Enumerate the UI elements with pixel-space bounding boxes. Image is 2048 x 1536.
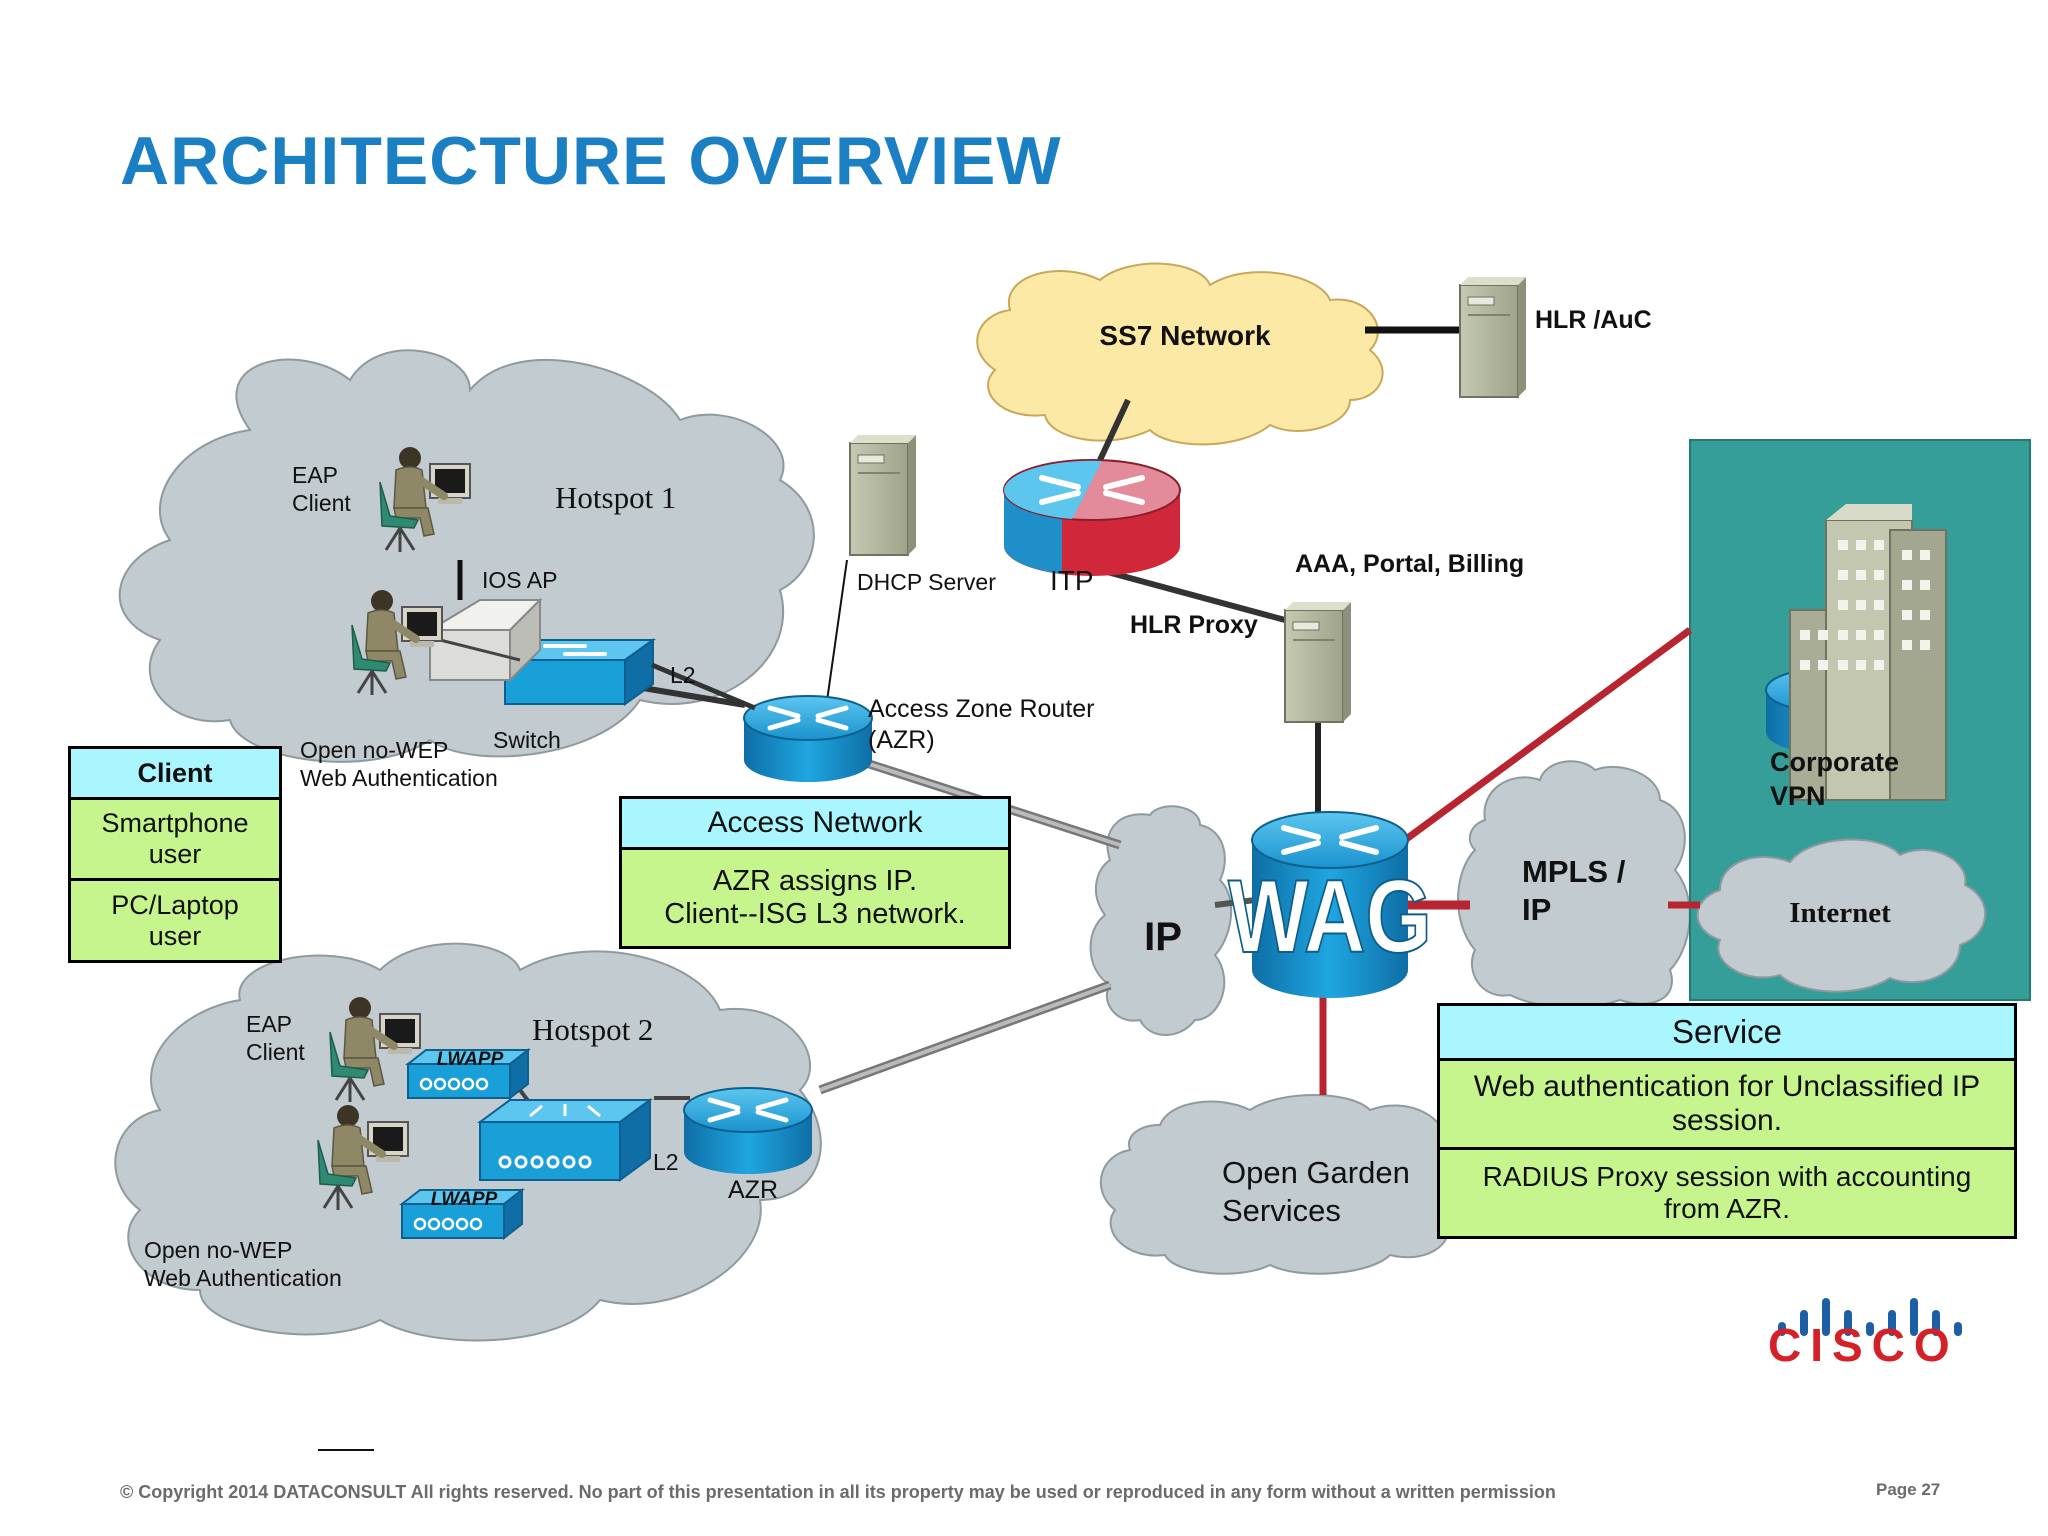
service-row-1-line2: session. <box>1671 1104 1783 1137</box>
open-garden-line2: Services <box>1222 1193 1341 1228</box>
l2-label-1: L2 <box>670 662 696 688</box>
eap-client-2-line2: Client <box>246 1039 305 1065</box>
itp-router-icon <box>1003 459 1181 576</box>
switch-label: Switch <box>493 727 561 753</box>
service-table: Service Web authentication for Unclassif… <box>1437 1003 2017 1239</box>
lwapp-label-2: LWAPP <box>431 1189 498 1210</box>
client-table-row: Smartphone user <box>71 800 279 878</box>
internet-label: Internet <box>1789 897 1891 929</box>
eap-client-2-line1: EAP <box>246 1011 292 1037</box>
ss7-label: SS7 Network <box>1099 320 1271 351</box>
client-row-2-line1: PC/Laptop <box>111 889 239 920</box>
access-network-table: Access Network AZR assigns IP. Client--I… <box>619 796 1011 949</box>
corporate-label-line2: VPN <box>1770 781 1826 811</box>
eap-client-1-line2: Client <box>292 490 351 516</box>
mpls-label-line2: IP <box>1522 892 1551 927</box>
dhcp-server-icon <box>849 434 917 556</box>
l2-switch-2-icon <box>476 1098 654 1182</box>
lwapp-label-1: LWAPP <box>437 1049 504 1070</box>
hotspot2-label: Hotspot 2 <box>532 1012 653 1047</box>
open-garden-cloud <box>1099 1094 1467 1275</box>
wag-router-icon: WAG <box>1227 811 1433 998</box>
page-number: Page 27 <box>1876 1480 1941 1499</box>
service-row-2-line1: RADIUS Proxy session with accounting <box>1482 1161 1972 1192</box>
itp-label: ITP <box>1050 565 1094 596</box>
wag-label: WAG <box>1228 859 1432 975</box>
access-row-line1: AZR assigns IP. <box>712 865 918 897</box>
service-row-1-line1: Web authentication for Unclassified IP <box>1473 1070 1981 1103</box>
client-table-header: Client <box>71 749 279 797</box>
hotspot2-cloud <box>114 942 822 1342</box>
copyright-footer: © Copyright 2014 DATACONSULT All rights … <box>120 1482 1556 1502</box>
ip-label: IP <box>1144 915 1182 959</box>
cisco-brand-text: CISCO <box>1768 1319 1959 1371</box>
l2-label-2: L2 <box>653 1149 679 1175</box>
open-nowep-2-line1: Open no-WEP <box>144 1237 292 1263</box>
azr-router-icon <box>744 696 872 782</box>
azr2-label: AZR <box>728 1176 778 1204</box>
cisco-logo-icon <box>1778 1298 1962 1336</box>
hlr-server-icon <box>1459 276 1527 398</box>
ss7-cloud <box>976 262 1384 446</box>
client-row-2-line2: user <box>148 920 202 951</box>
open-nowep-2-line2: Web Authentication <box>144 1265 342 1291</box>
aaa-label: AAA, Portal, Billing <box>1295 550 1524 578</box>
ios-ap-label: IOS AP <box>482 567 557 593</box>
access-network-row: AZR assigns IP. Client--ISG L3 network. <box>622 850 1008 946</box>
page-title: ARCHITECTURE OVERVIEW <box>120 123 1062 199</box>
service-row: RADIUS Proxy session with accounting fro… <box>1440 1150 2014 1236</box>
hlr-proxy-label: HLR Proxy <box>1130 611 1258 639</box>
open-nowep-1-line2: Web Authentication <box>300 765 498 791</box>
open-garden-line1: Open Garden <box>1222 1155 1410 1190</box>
service-row-2-line2: from AZR. <box>1663 1193 1790 1224</box>
azr2-router-icon <box>684 1088 812 1174</box>
aaa-server-icon <box>1284 601 1352 723</box>
client-table: Client Smartphone user PC/Laptop user <box>68 746 282 963</box>
switch-icon <box>501 638 657 706</box>
client-row-1-line1: Smartphone <box>101 808 249 838</box>
hlr-label: HLR /AuC <box>1535 306 1652 334</box>
hotspot1-label: Hotspot 1 <box>555 480 676 515</box>
access-network-header: Access Network <box>622 799 1008 847</box>
mpls-label-line1: MPLS / <box>1522 854 1626 889</box>
service-header: Service <box>1440 1006 2014 1058</box>
open-nowep-1-line1: Open no-WEP <box>300 737 448 763</box>
ip-cloud <box>1089 805 1233 1036</box>
access-row-line2: Client--ISG L3 network. <box>664 898 966 930</box>
corporate-building-icon <box>1789 504 1947 801</box>
corporate-label-line1: Corporate <box>1770 747 1899 777</box>
mpls-cloud <box>1457 760 1691 1008</box>
eap-client-1-line1: EAP <box>292 462 338 488</box>
internet-cloud <box>1696 838 1987 993</box>
service-row: Web authentication for Unclassified IP s… <box>1440 1061 2014 1147</box>
client-table-row: PC/Laptop user <box>71 881 279 960</box>
azr-label-line2: (AZR) <box>868 726 935 754</box>
client-row-1-line2: user <box>148 839 202 869</box>
azr-label-line1: Access Zone Router <box>868 695 1095 723</box>
dhcp-label: DHCP Server <box>857 569 996 595</box>
